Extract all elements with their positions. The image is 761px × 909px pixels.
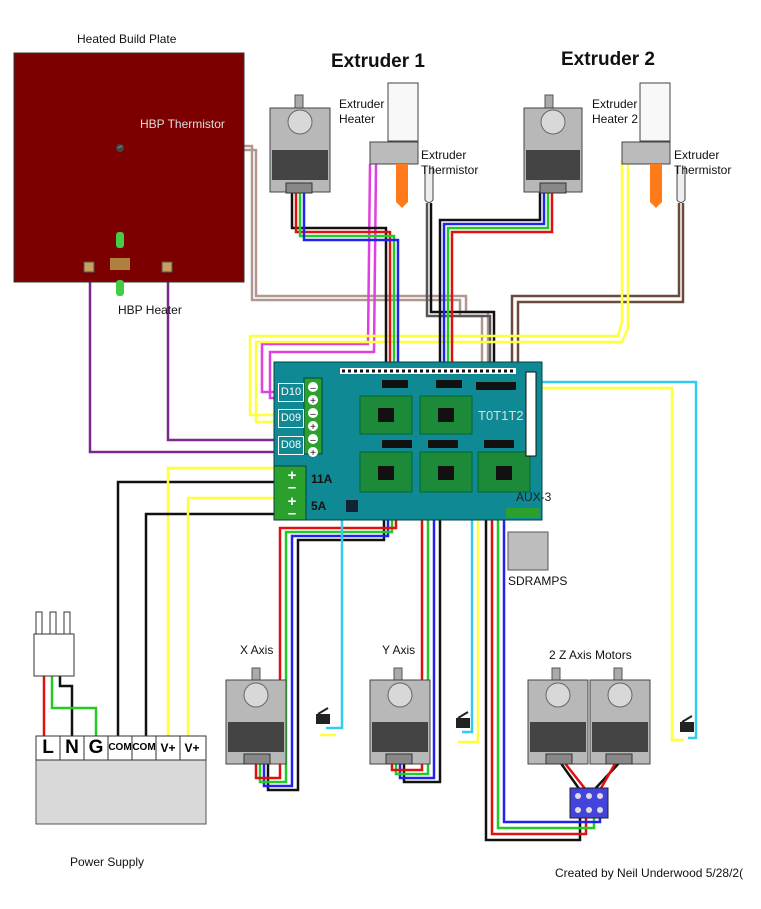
extruder1-motor-shaft [294, 94, 304, 110]
extruder1 [269, 82, 434, 208]
svg-text:–: – [288, 479, 296, 496]
svg-text:+: + [288, 493, 297, 510]
power-11a-wire [116, 480, 280, 738]
extruder2-title: Extruder 2 [561, 49, 655, 70]
extruder2-thermistor-label-a: Extruder [674, 148, 720, 162]
aux3-label: AUX-3 [516, 490, 552, 504]
sdramps-label: SDRAMPS [508, 574, 568, 588]
z-axis-label: 2 Z Axis Motors [549, 648, 632, 662]
reset-jumper [346, 500, 358, 512]
extruder2-heater-block [639, 82, 671, 142]
extruder1-heater-block [387, 82, 419, 142]
aux3-header [506, 508, 540, 518]
heated-build-plate-label: Heated Build Plate [77, 32, 177, 46]
svg-text:+: + [288, 467, 297, 484]
wires [42, 144, 698, 842]
extruder2 [523, 82, 686, 208]
amp-11a-label: 11A [311, 472, 333, 486]
z-endstop-wire [490, 380, 698, 740]
extruder2-motor-wire [438, 192, 542, 382]
t0t1t2-label: T0T1T2 [478, 408, 524, 423]
extruder1-motor-wire [290, 192, 388, 382]
svg-text:–: – [310, 409, 316, 420]
heated-build-plate [13, 52, 245, 296]
hbp-led [116, 232, 124, 248]
z-endstop [680, 715, 694, 732]
extruder1-thermistor-label-b: Thermistor [421, 163, 479, 177]
extruder1-heater-label-b: Heater [339, 112, 376, 126]
x-axis-label: X Axis [240, 643, 274, 657]
mains-plug [33, 611, 75, 677]
extruder1-thermistor-wire [425, 203, 492, 385]
extruder1-nozzle [396, 164, 408, 202]
svg-text:–: – [310, 435, 316, 446]
z-motor-coupler [569, 787, 609, 819]
power-terminal [273, 465, 307, 521]
z-axis-motor-left [527, 667, 589, 765]
psu-terminal-vplus-1: V+ [160, 741, 176, 755]
extruder1-thermistor-label-a: Extruder [421, 148, 467, 162]
pin-d10: D10 [278, 383, 304, 402]
z-axis-motor-right [589, 667, 651, 765]
svg-text:+: + [310, 448, 316, 459]
credit-label: Created by Neil Underwood 5/28/2( [555, 866, 744, 880]
psu-terminal-com-1: COM [108, 742, 132, 753]
amp-5a-label: 5A [311, 499, 327, 513]
power-supply-label: Power Supply [70, 855, 145, 869]
x-endstop [316, 707, 330, 724]
extruder2-thermistor-label-b: Thermistor [674, 163, 732, 177]
psu-terminal-vplus-2: V+ [184, 741, 200, 755]
svg-text:–: – [310, 383, 316, 394]
x-endstop-wire [326, 512, 358, 730]
pin-d09: D09 [278, 409, 304, 428]
psu-terminal-g: G [88, 737, 104, 758]
hbp-heater-label: HBP Heater [118, 303, 182, 317]
hbp-thermistor-bead [116, 144, 124, 152]
hbp-thermistor-label: HBP Thermistor [140, 117, 225, 131]
y-axis-motor-wire [402, 446, 442, 784]
extruder1-heater-wire [260, 163, 372, 394]
power-5a-wire [144, 512, 280, 738]
psu-terminal-n: N [65, 737, 79, 758]
psu-terminal-l: L [42, 737, 54, 758]
x-axis-motor [225, 667, 287, 765]
extruder2-thermistor-wire [510, 203, 681, 385]
extruder2-heater-label-a: Extruder [592, 97, 638, 111]
ramps-board: – + – + – + + – + – [273, 361, 543, 522]
y-axis-motor [369, 667, 431, 765]
extruder1-title: Extruder 1 [331, 51, 425, 72]
hbp-heater-wire [88, 268, 280, 454]
extruder1-thermistor-probe [424, 166, 434, 203]
svg-text:–: – [288, 505, 296, 522]
power-supply [35, 735, 207, 825]
extruder2-thermistor-probe [676, 166, 686, 203]
y-endstop [456, 711, 470, 728]
extruder2-heater-label-b: Heater 2 [592, 112, 639, 126]
svg-text:+: + [310, 396, 316, 407]
hbp-connector-left [83, 261, 95, 273]
psu-terminal-com-2: COM [132, 742, 156, 753]
hbp-connector-right [161, 261, 173, 273]
extruder1-heater-label-a: Extruder [339, 97, 385, 111]
extruder2-nozzle [650, 164, 662, 202]
y-axis-label: Y Axis [382, 643, 416, 657]
sdramps-module [507, 531, 549, 571]
svg-text:+: + [310, 422, 316, 433]
pin-d08: D08 [278, 436, 304, 455]
